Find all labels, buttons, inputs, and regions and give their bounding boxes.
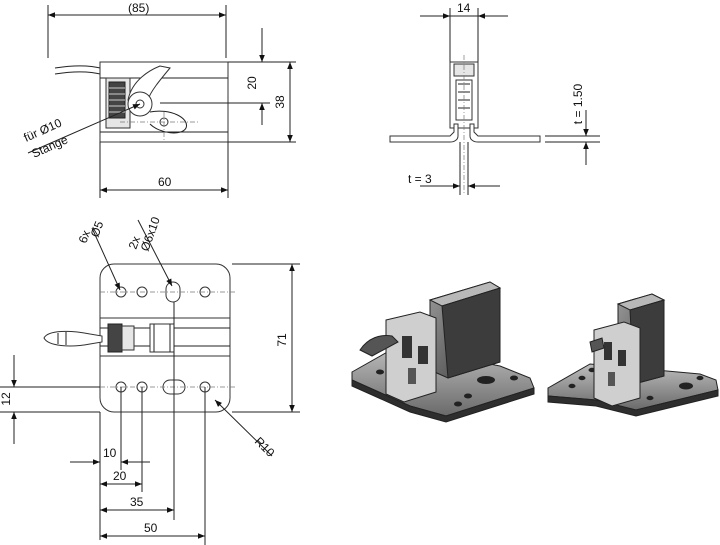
dim-x-50: 50 bbox=[144, 521, 158, 535]
render-large bbox=[351, 281, 535, 423]
render-small bbox=[547, 293, 719, 417]
hole-slot-count: 2x bbox=[126, 234, 143, 251]
front-view: (85) 20 38 für Ø10 Stange bbox=[22, 1, 296, 198]
plan-view: Ø5 6x Ø6x10 2x 71 12 R10 10 20 35 50 bbox=[0, 215, 300, 545]
dim-sheet-thickness: t = 1.50 bbox=[571, 83, 585, 124]
dim-edge-offset: 12 bbox=[0, 392, 13, 406]
hole-small-label: Ø5 bbox=[88, 219, 107, 239]
handle bbox=[43, 330, 103, 347]
rod-label-leader bbox=[27, 103, 141, 154]
dim-x-10: 10 bbox=[103, 446, 117, 460]
hole-small-count: 6x bbox=[76, 228, 93, 245]
hole-slot-label: Ø6x10 bbox=[138, 215, 163, 253]
dim-x-20: 20 bbox=[113, 469, 127, 483]
dim-height-small: 20 bbox=[245, 76, 259, 90]
dim-radius: R10 bbox=[252, 434, 278, 460]
dim-plate-height: 71 bbox=[275, 333, 289, 347]
dim-overall-width: (85) bbox=[128, 1, 149, 15]
dim-base-length: 60 bbox=[158, 175, 172, 189]
dim-side-width: 14 bbox=[457, 1, 471, 15]
dim-x-35: 35 bbox=[130, 495, 144, 509]
dim-gap: t = 3 bbox=[408, 172, 432, 186]
side-view: 14 t = 1.50 t = 3 bbox=[389, 1, 600, 195]
dim-height-total: 38 bbox=[273, 95, 287, 109]
